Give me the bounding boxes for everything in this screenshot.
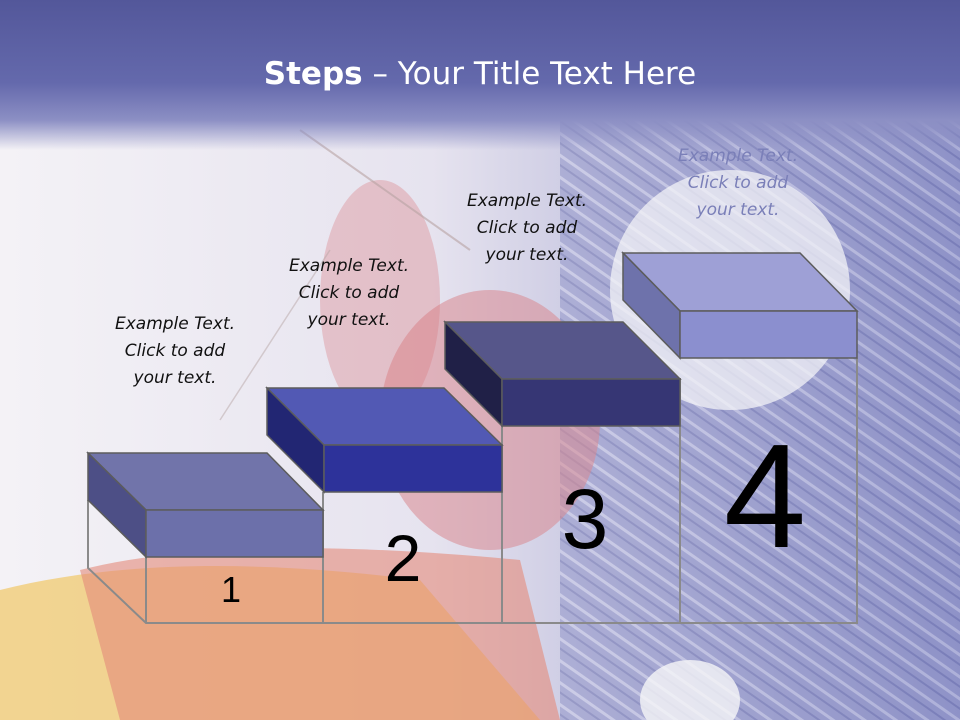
step-block-3[interactable] — [443, 320, 682, 428]
step-block-1[interactable] — [86, 451, 325, 559]
step-number-3: 3 — [561, 472, 609, 566]
slide-title[interactable]: Steps – Your Title Text Here — [0, 56, 960, 92]
step-block-4[interactable] — [621, 251, 859, 360]
step-number-4: 4 — [723, 414, 807, 579]
title-bar — [0, 0, 960, 150]
step-block-2[interactable] — [265, 386, 504, 494]
step-caption-3[interactable]: Example Text. Click to add your text. — [466, 191, 588, 265]
step-caption-1[interactable]: Example Text. Click to add your text. — [114, 314, 236, 388]
step-number-1: 1 — [220, 569, 242, 610]
step-caption-2[interactable]: Example Text. Click to add your text. — [288, 256, 410, 330]
title-rest-part: – Your Title Text Here — [362, 56, 697, 92]
step-caption-4[interactable]: Example Text. Click to add your text. — [677, 146, 799, 220]
title-bold-part: Steps — [263, 56, 363, 92]
step-number-2: 2 — [384, 521, 422, 595]
